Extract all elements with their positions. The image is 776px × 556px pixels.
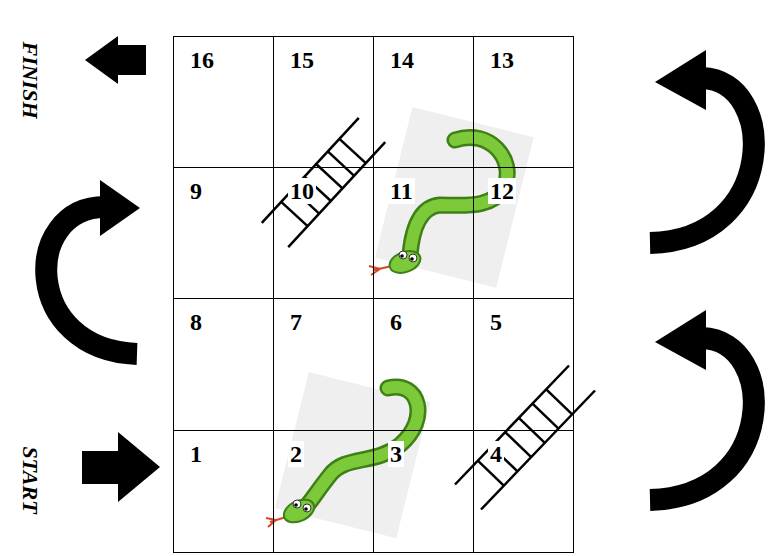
square-number: 12 — [488, 178, 516, 204]
board-square: 11 — [373, 167, 474, 299]
board-square: 8 — [173, 298, 274, 431]
board-square: 14 — [373, 36, 474, 168]
turn-arrow — [650, 310, 754, 500]
board-square: 5 — [473, 298, 574, 431]
square-number: 7 — [288, 309, 304, 335]
finish-arrow — [85, 36, 146, 84]
board-square: 9 — [173, 167, 274, 299]
board-square: 1 — [173, 430, 274, 553]
board-square: 6 — [373, 298, 474, 431]
square-number: 3 — [388, 441, 404, 467]
board-square: 3 — [373, 430, 474, 553]
ladder — [455, 366, 595, 510]
snake-ground — [275, 372, 430, 538]
board-square: 4 — [473, 430, 574, 553]
board-square: 13 — [473, 36, 574, 168]
board-square: 12 — [473, 167, 574, 299]
start-label: START — [19, 446, 41, 513]
square-number: 4 — [488, 441, 504, 467]
square-number: 11 — [388, 178, 415, 204]
board-square: 2 — [273, 430, 374, 553]
square-number: 14 — [388, 47, 416, 73]
turn-arrow — [46, 180, 140, 354]
board-square: 7 — [273, 298, 374, 431]
square-number: 1 — [188, 441, 204, 467]
square-number: 8 — [188, 309, 204, 335]
ladder — [262, 118, 385, 247]
board-square: 16 — [173, 36, 274, 168]
square-number: 13 — [488, 47, 516, 73]
finish-label: FINISH — [19, 41, 41, 118]
square-number: 9 — [188, 178, 204, 204]
snake-ground — [375, 107, 534, 288]
start-arrow — [82, 432, 160, 502]
square-number: 5 — [488, 309, 504, 335]
snake — [369, 137, 507, 276]
square-number: 16 — [188, 47, 216, 73]
square-number: 15 — [288, 47, 316, 73]
square-number: 10 — [288, 178, 316, 204]
square-number: 6 — [388, 309, 404, 335]
board-square: 15 — [273, 36, 374, 168]
turn-arrow — [650, 50, 754, 243]
board-square: 10 — [273, 167, 374, 299]
square-number: 2 — [288, 441, 304, 467]
snake — [266, 387, 418, 527]
